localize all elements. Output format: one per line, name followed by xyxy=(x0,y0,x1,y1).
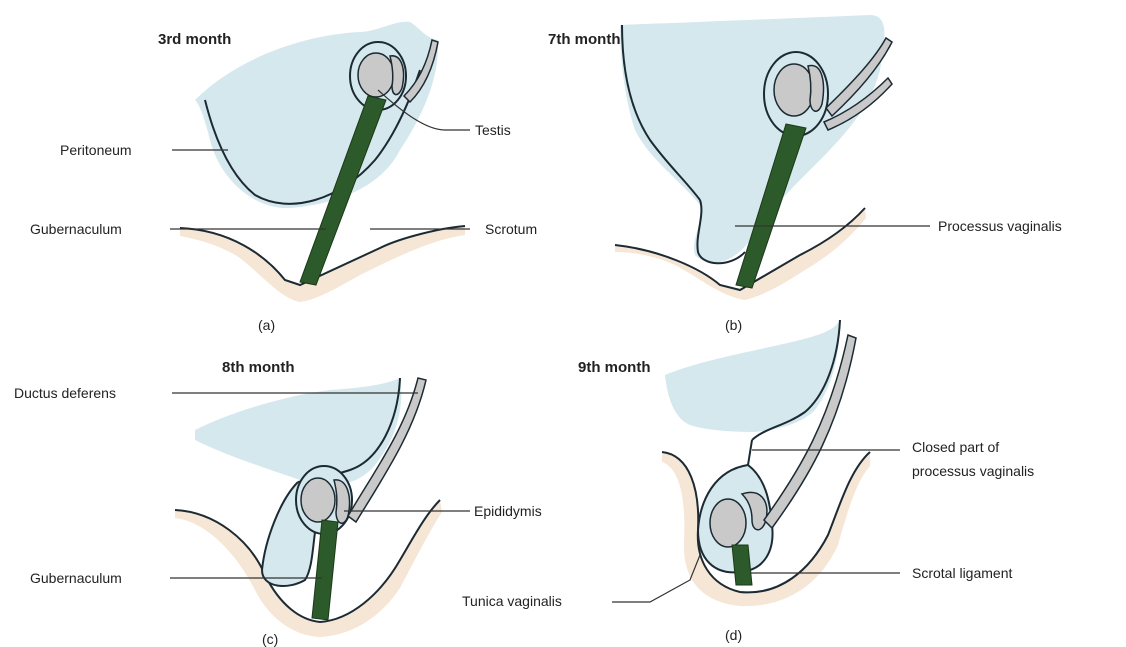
gubernaculum-label-c: Gubernaculum xyxy=(30,570,122,586)
testis-label: Testis xyxy=(475,122,511,138)
panel-title-c: 8th month xyxy=(222,359,295,376)
panel-caption-a: (a) xyxy=(258,317,275,333)
panel-title-a: 3rd month xyxy=(158,31,231,48)
panel-d: 9th month (d) Closed part of processus v… xyxy=(462,320,1034,643)
testis-b xyxy=(774,64,814,116)
processus-label: Processus vaginalis xyxy=(938,218,1062,234)
panel-caption-b: (b) xyxy=(725,317,742,333)
ductus-label: Ductus deferens xyxy=(14,385,116,401)
testis-c xyxy=(301,478,335,522)
panel-title-b: 7th month xyxy=(548,31,621,48)
gubernaculum-label-a: Gubernaculum xyxy=(30,221,122,237)
panel-caption-c: (c) xyxy=(262,631,278,647)
panel-a: 3rd month (a) Peritoneum Gubernaculum Te… xyxy=(30,22,537,333)
closed-part-label-line1: Closed part of xyxy=(912,439,999,455)
panel-caption-d: (d) xyxy=(725,627,742,643)
scrotum-label: Scrotum xyxy=(485,221,537,237)
closed-part-label-line2: processus vaginalis xyxy=(912,463,1034,479)
panel-b: 7th month (b) Processus vaginalis xyxy=(548,15,1062,333)
gubernaculum-c xyxy=(312,520,338,620)
closed-processus-d xyxy=(748,440,752,465)
peritoneal-cavity-d xyxy=(665,320,840,432)
tunica-label: Tunica vaginalis xyxy=(462,593,562,609)
peritoneum-label: Peritoneum xyxy=(60,142,132,158)
peritoneal-cavity-c xyxy=(195,378,401,485)
epididymis-label: Epididymis xyxy=(474,503,542,519)
testis-a xyxy=(358,53,394,97)
epididymis-a xyxy=(390,56,404,95)
scrotal-ligament-label: Scrotal ligament xyxy=(912,565,1012,581)
panel-title-d: 9th month xyxy=(578,359,651,376)
testis-d xyxy=(710,499,746,547)
gubernaculum-d xyxy=(732,545,752,585)
epididymis-b xyxy=(808,65,823,111)
